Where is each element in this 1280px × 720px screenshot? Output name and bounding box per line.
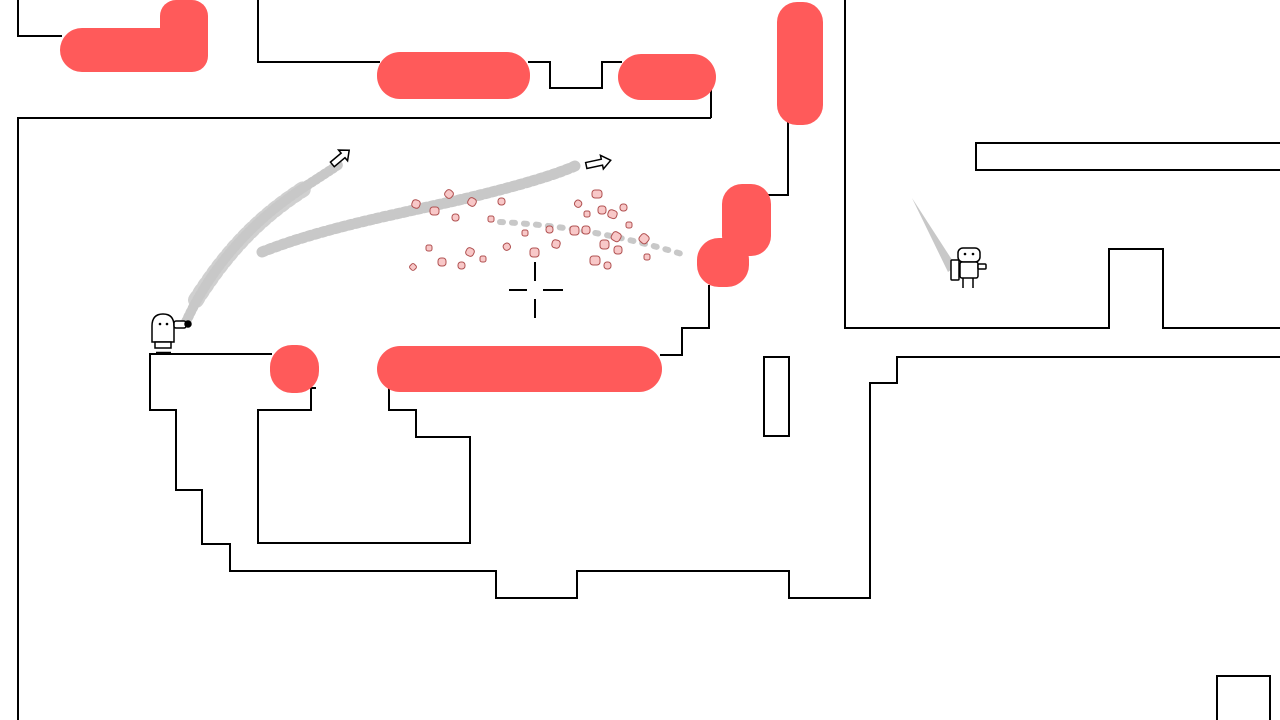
debris xyxy=(610,231,622,243)
smoke-trail-upper xyxy=(181,160,343,327)
wall-arena-floor-left xyxy=(149,353,1280,599)
destructible-block xyxy=(618,54,716,100)
debris xyxy=(529,247,540,258)
debris-particles xyxy=(409,189,651,271)
debris xyxy=(613,245,623,255)
wall-arena-right-column xyxy=(768,122,789,196)
debris xyxy=(607,209,618,220)
smoke-trails xyxy=(181,160,956,327)
smoke-trail-upper-wide xyxy=(188,180,313,308)
enemy-character-icon xyxy=(950,247,987,288)
destructible-block xyxy=(777,2,823,125)
wall-main-arena xyxy=(17,117,711,720)
debris xyxy=(409,263,417,271)
level-walls xyxy=(17,0,1280,720)
wall-bottom-right-box xyxy=(1216,675,1271,720)
wall-pillar xyxy=(763,356,790,437)
debris xyxy=(411,199,421,209)
debris xyxy=(573,199,583,208)
player-character-icon xyxy=(151,313,192,355)
debris xyxy=(429,206,440,216)
debris xyxy=(589,255,601,266)
debris xyxy=(569,225,580,236)
wall-top-notch xyxy=(528,61,622,89)
rocket-projectile-icon xyxy=(329,149,351,168)
debris xyxy=(521,229,529,237)
wall-right-shelf xyxy=(975,142,1280,171)
destructible-block xyxy=(377,346,662,392)
smoke-trail-tail xyxy=(497,219,688,258)
debris xyxy=(502,242,511,251)
destructible-block xyxy=(697,184,771,287)
debris xyxy=(583,210,591,218)
debris xyxy=(467,197,477,207)
wall-top-strip xyxy=(257,0,380,63)
debris xyxy=(599,239,610,250)
debris xyxy=(551,239,561,249)
destructible-block xyxy=(60,0,208,72)
smoke-trail-long xyxy=(256,160,581,258)
debris xyxy=(603,261,612,270)
debris xyxy=(638,233,650,245)
debris xyxy=(619,203,628,212)
debris xyxy=(545,225,554,234)
debris xyxy=(457,261,466,270)
debris xyxy=(465,247,475,257)
crosshair-icon xyxy=(509,262,563,318)
debris xyxy=(497,197,506,206)
debris xyxy=(437,257,447,267)
debris xyxy=(487,215,495,223)
debris xyxy=(625,221,633,229)
wall-right-room xyxy=(844,0,1280,329)
debris xyxy=(597,205,607,215)
debris xyxy=(479,255,487,263)
destructible-block xyxy=(270,345,319,393)
wall-arena-right-lower xyxy=(660,285,710,356)
wall-top-left xyxy=(17,0,62,37)
debris xyxy=(444,189,454,199)
debris xyxy=(591,189,603,199)
debris xyxy=(581,225,591,235)
wall-ledge-step xyxy=(257,387,471,544)
debris xyxy=(643,253,651,261)
destructible-blocks xyxy=(60,0,823,393)
debris xyxy=(425,244,433,252)
destructible-block xyxy=(377,52,530,99)
enemy-aim-beam xyxy=(912,198,956,272)
debris xyxy=(451,213,460,222)
rocket-projectile-icon xyxy=(584,153,612,171)
